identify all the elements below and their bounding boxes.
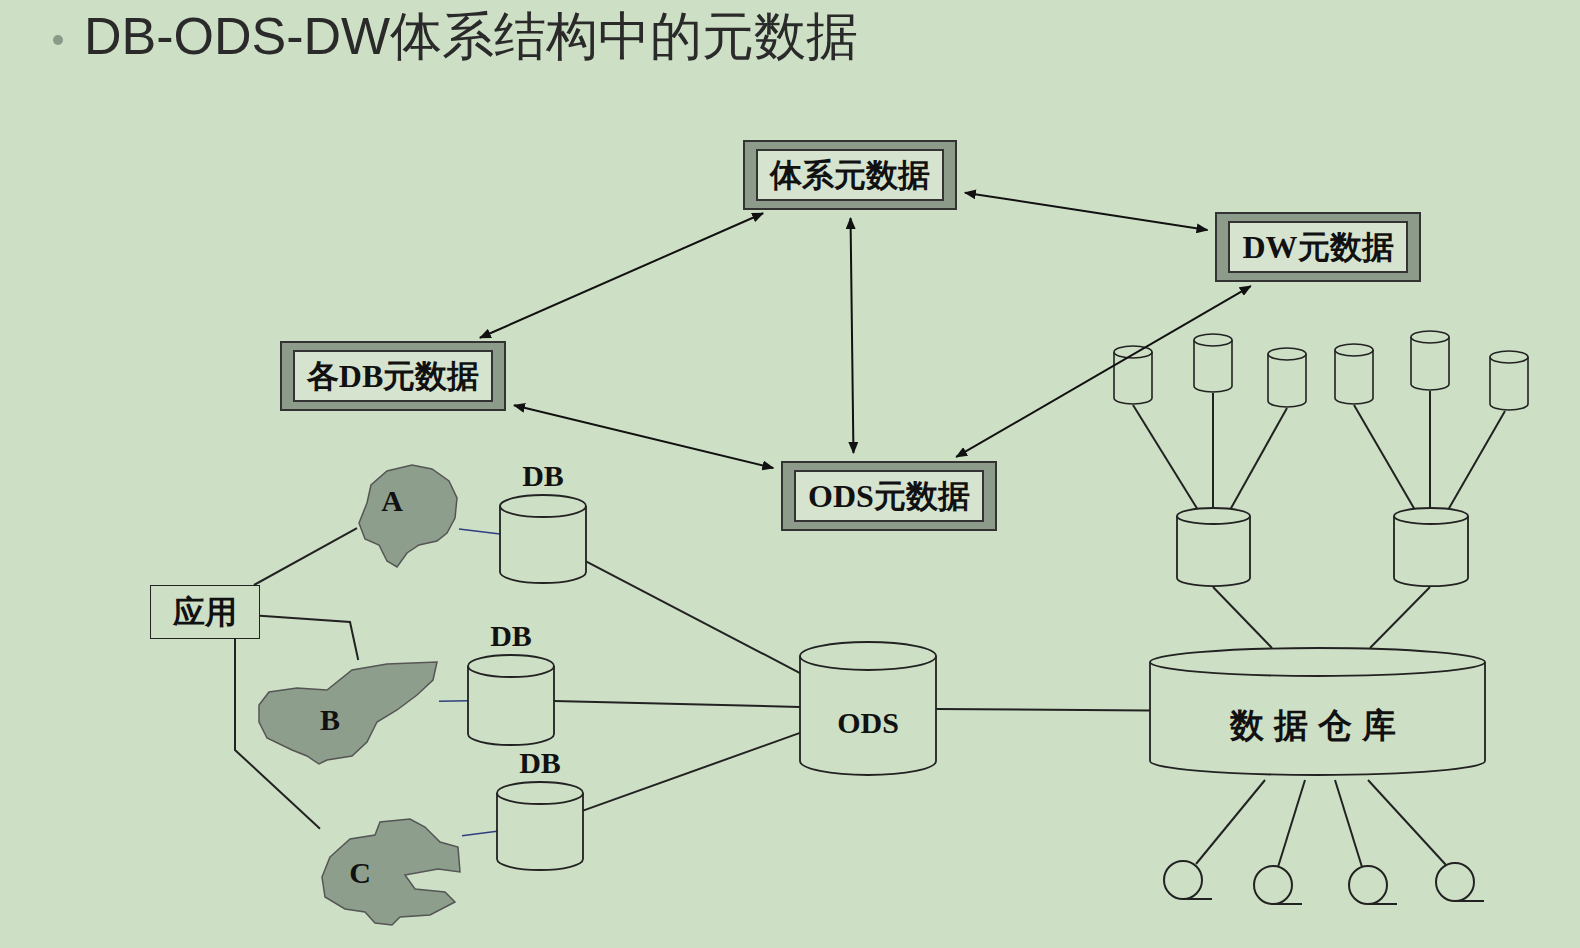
source-cylinders xyxy=(1114,331,1528,410)
bullet-dot xyxy=(53,35,63,45)
tree-lines xyxy=(1133,391,1505,867)
blob-shape xyxy=(322,819,460,925)
node-label: ODS xyxy=(837,706,899,740)
cylinder-top xyxy=(500,495,586,517)
node-label: B xyxy=(320,703,340,737)
node-label: 数据仓库 xyxy=(1230,709,1406,743)
node-label: A xyxy=(381,484,403,518)
label-holder: B xyxy=(320,703,340,737)
connector xyxy=(439,700,468,702)
connector xyxy=(514,405,773,468)
blob-outline xyxy=(357,463,459,569)
connector xyxy=(583,733,800,811)
cylinder-body xyxy=(1150,662,1485,775)
label-holder: 数据仓库 xyxy=(1150,676,1485,775)
connector xyxy=(851,218,854,453)
node-label: ODS元数据 xyxy=(808,476,970,516)
label-holder: A xyxy=(381,484,403,518)
application-box: 应用 xyxy=(150,585,260,639)
metadata-inner-box: 各DB元数据 xyxy=(293,350,493,402)
node-label: DW元数据 xyxy=(1242,227,1393,267)
ods-cylinder: ODS xyxy=(800,642,936,775)
node-label: DB xyxy=(487,746,593,780)
connector xyxy=(586,561,800,673)
database-cylinder: DB xyxy=(468,655,554,745)
metadata-box: ODS元数据 xyxy=(781,461,997,531)
connector xyxy=(254,528,357,585)
connector xyxy=(480,213,763,338)
metadata-box: 体系元数据 xyxy=(743,140,957,210)
label-holder: DB xyxy=(458,619,564,653)
cylinder-outline xyxy=(497,782,583,870)
connector xyxy=(936,709,1150,710)
label-holder: C xyxy=(349,856,371,890)
node-label: DB xyxy=(458,619,564,653)
metadata-box: 各DB元数据 xyxy=(280,341,506,411)
cylinder-top xyxy=(800,642,936,670)
connector xyxy=(554,701,800,707)
metadata-inner-box: 体系元数据 xyxy=(756,149,944,201)
cylinder-top xyxy=(1150,648,1485,676)
connector xyxy=(462,831,497,835)
database-cylinder: DB xyxy=(500,495,586,583)
connector xyxy=(260,616,358,660)
cylinder-outline xyxy=(468,655,554,745)
slide-title: DB-ODS-DW体系结构中的元数据 xyxy=(84,4,858,68)
blob-shape xyxy=(359,465,457,567)
title-text: DB-ODS-DW体系结构中的元数据 xyxy=(84,4,858,68)
blob-outline xyxy=(257,660,439,764)
node-label: 各DB元数据 xyxy=(307,356,479,396)
node-label: 体系元数据 xyxy=(770,155,930,195)
cylinder-body xyxy=(800,656,936,775)
node-label: DB xyxy=(490,459,596,493)
node-label: C xyxy=(349,856,371,890)
application-blob: C xyxy=(320,817,462,927)
metadata-inner-box: DW元数据 xyxy=(1228,221,1407,273)
cylinder-top xyxy=(468,655,554,677)
cylinder-outline xyxy=(500,495,586,583)
tape-symbols xyxy=(1164,861,1484,904)
connector xyxy=(956,286,1251,457)
database-cylinder: DB xyxy=(497,782,583,870)
metadata-inner-box: ODS元数据 xyxy=(794,470,984,522)
blob-outline xyxy=(320,817,462,927)
application-blob: A xyxy=(357,463,459,569)
mid-cylinders xyxy=(1177,508,1468,586)
metadata-box: DW元数据 xyxy=(1215,212,1420,282)
connector xyxy=(459,529,500,534)
node-label: 应用 xyxy=(173,592,237,632)
application-blob: B xyxy=(257,660,439,764)
label-holder: DB xyxy=(487,746,593,780)
label-holder: ODS xyxy=(800,670,936,775)
cylinder-top xyxy=(497,782,583,804)
connector xyxy=(965,193,1208,230)
blob-shape xyxy=(259,662,437,764)
warehouse-cylinder: 数据仓库 xyxy=(1150,648,1485,775)
label-holder: DB xyxy=(490,459,596,493)
